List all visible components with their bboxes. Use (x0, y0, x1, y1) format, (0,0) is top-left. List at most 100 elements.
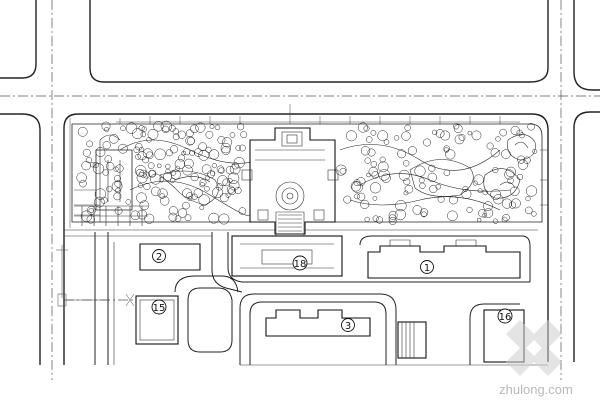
tree-symbol (88, 208, 94, 214)
tree-symbol (193, 188, 203, 198)
tree-symbol (221, 146, 231, 155)
tree-symbol (403, 178, 411, 186)
tree-symbol (130, 210, 141, 221)
tree-symbol (499, 128, 507, 137)
tree-symbol (174, 158, 186, 170)
tree-symbol (144, 213, 155, 224)
tree-symbol (407, 146, 417, 156)
tree-symbol (113, 192, 122, 201)
building-16-label: 16 (499, 312, 512, 323)
tree-symbol (375, 216, 384, 224)
tree-symbol (473, 174, 484, 185)
tree-symbol (518, 132, 525, 139)
tree-symbol (421, 211, 427, 218)
tree-symbol (159, 193, 165, 199)
tree-symbol (225, 192, 231, 198)
tree-symbol (339, 167, 347, 175)
tree-symbol (516, 173, 524, 181)
tree-symbol (168, 206, 178, 216)
tree-symbol (136, 172, 148, 184)
tree-symbol (229, 180, 240, 191)
substation-block (397, 321, 427, 359)
tree-symbol (220, 142, 231, 154)
tree-symbol (354, 193, 360, 200)
tree-symbol (505, 166, 516, 178)
tree-symbol (372, 215, 379, 222)
tree-symbol (447, 210, 458, 222)
tree-symbol (158, 177, 165, 183)
watermark-logo (506, 320, 562, 376)
tree-symbol (366, 172, 371, 178)
tree-symbol (181, 150, 186, 156)
tree-symbol (177, 208, 188, 218)
tree-symbol (423, 138, 431, 147)
tree-symbol (95, 147, 106, 157)
tree-symbol (150, 173, 162, 185)
tree-symbol (388, 210, 398, 220)
tree-symbol (165, 149, 173, 157)
tree-symbol (113, 166, 119, 172)
tree-symbol (235, 145, 242, 151)
tree-symbol (114, 175, 121, 182)
tree-symbol (135, 143, 143, 151)
building-15: 15 (135, 295, 179, 345)
tree-symbol (209, 149, 220, 160)
tree-symbol (367, 148, 376, 157)
tree-symbol (185, 129, 194, 138)
tree-symbol (372, 196, 378, 201)
tree-symbol (507, 177, 514, 184)
tree-symbol (379, 156, 386, 163)
tree-clusters (76, 120, 538, 225)
tree-symbol (428, 164, 436, 172)
tree-symbol (221, 137, 233, 148)
tree-symbol (523, 156, 531, 164)
tree-symbol (201, 164, 212, 175)
tree-symbol (440, 130, 451, 141)
tree-symbol (165, 168, 171, 175)
tree-symbol (495, 136, 501, 142)
tree-symbol (174, 215, 182, 222)
tree-symbol (115, 187, 121, 194)
tree-symbol (195, 122, 206, 133)
tree-symbol (404, 124, 411, 131)
building-3-label: 3 (345, 321, 351, 332)
tree-symbol (138, 125, 145, 132)
tree-symbol (109, 134, 119, 144)
tree-symbol (381, 173, 391, 183)
tree-symbol (445, 149, 456, 160)
tree-symbol (453, 123, 460, 130)
tree-symbol (238, 207, 247, 215)
tree-symbol (466, 206, 473, 213)
tree-symbol (517, 155, 526, 164)
tree-symbol (93, 196, 105, 208)
tree-symbol (368, 166, 379, 177)
tree-symbol (397, 149, 407, 159)
tree-symbol (493, 194, 504, 205)
tree-symbol (102, 169, 109, 176)
tree-symbol (231, 162, 239, 170)
tree-symbol (492, 167, 499, 174)
tree-symbol (76, 172, 87, 183)
tree-symbol (104, 127, 110, 133)
tree-symbol (504, 169, 515, 180)
tree-symbol (472, 180, 478, 186)
tree-symbol (216, 165, 225, 174)
tree-symbol (125, 199, 132, 205)
tree-symbol (461, 189, 472, 199)
tree-symbol (476, 217, 482, 223)
tree-symbol (205, 175, 211, 181)
tree-symbol (482, 189, 489, 196)
tree-symbol (443, 145, 450, 152)
tree-symbol (388, 216, 397, 225)
tree-symbol (118, 143, 128, 154)
tree-symbol (199, 205, 205, 211)
tree-symbol (462, 185, 469, 192)
tree-symbol (412, 205, 423, 215)
tree-symbol (525, 196, 531, 202)
tree-symbol (136, 168, 144, 177)
tree-symbol (147, 162, 155, 169)
tree-symbol (453, 124, 463, 134)
tree-symbol (443, 169, 451, 177)
tree-symbol (357, 192, 366, 201)
building-3: 3 (265, 309, 371, 337)
